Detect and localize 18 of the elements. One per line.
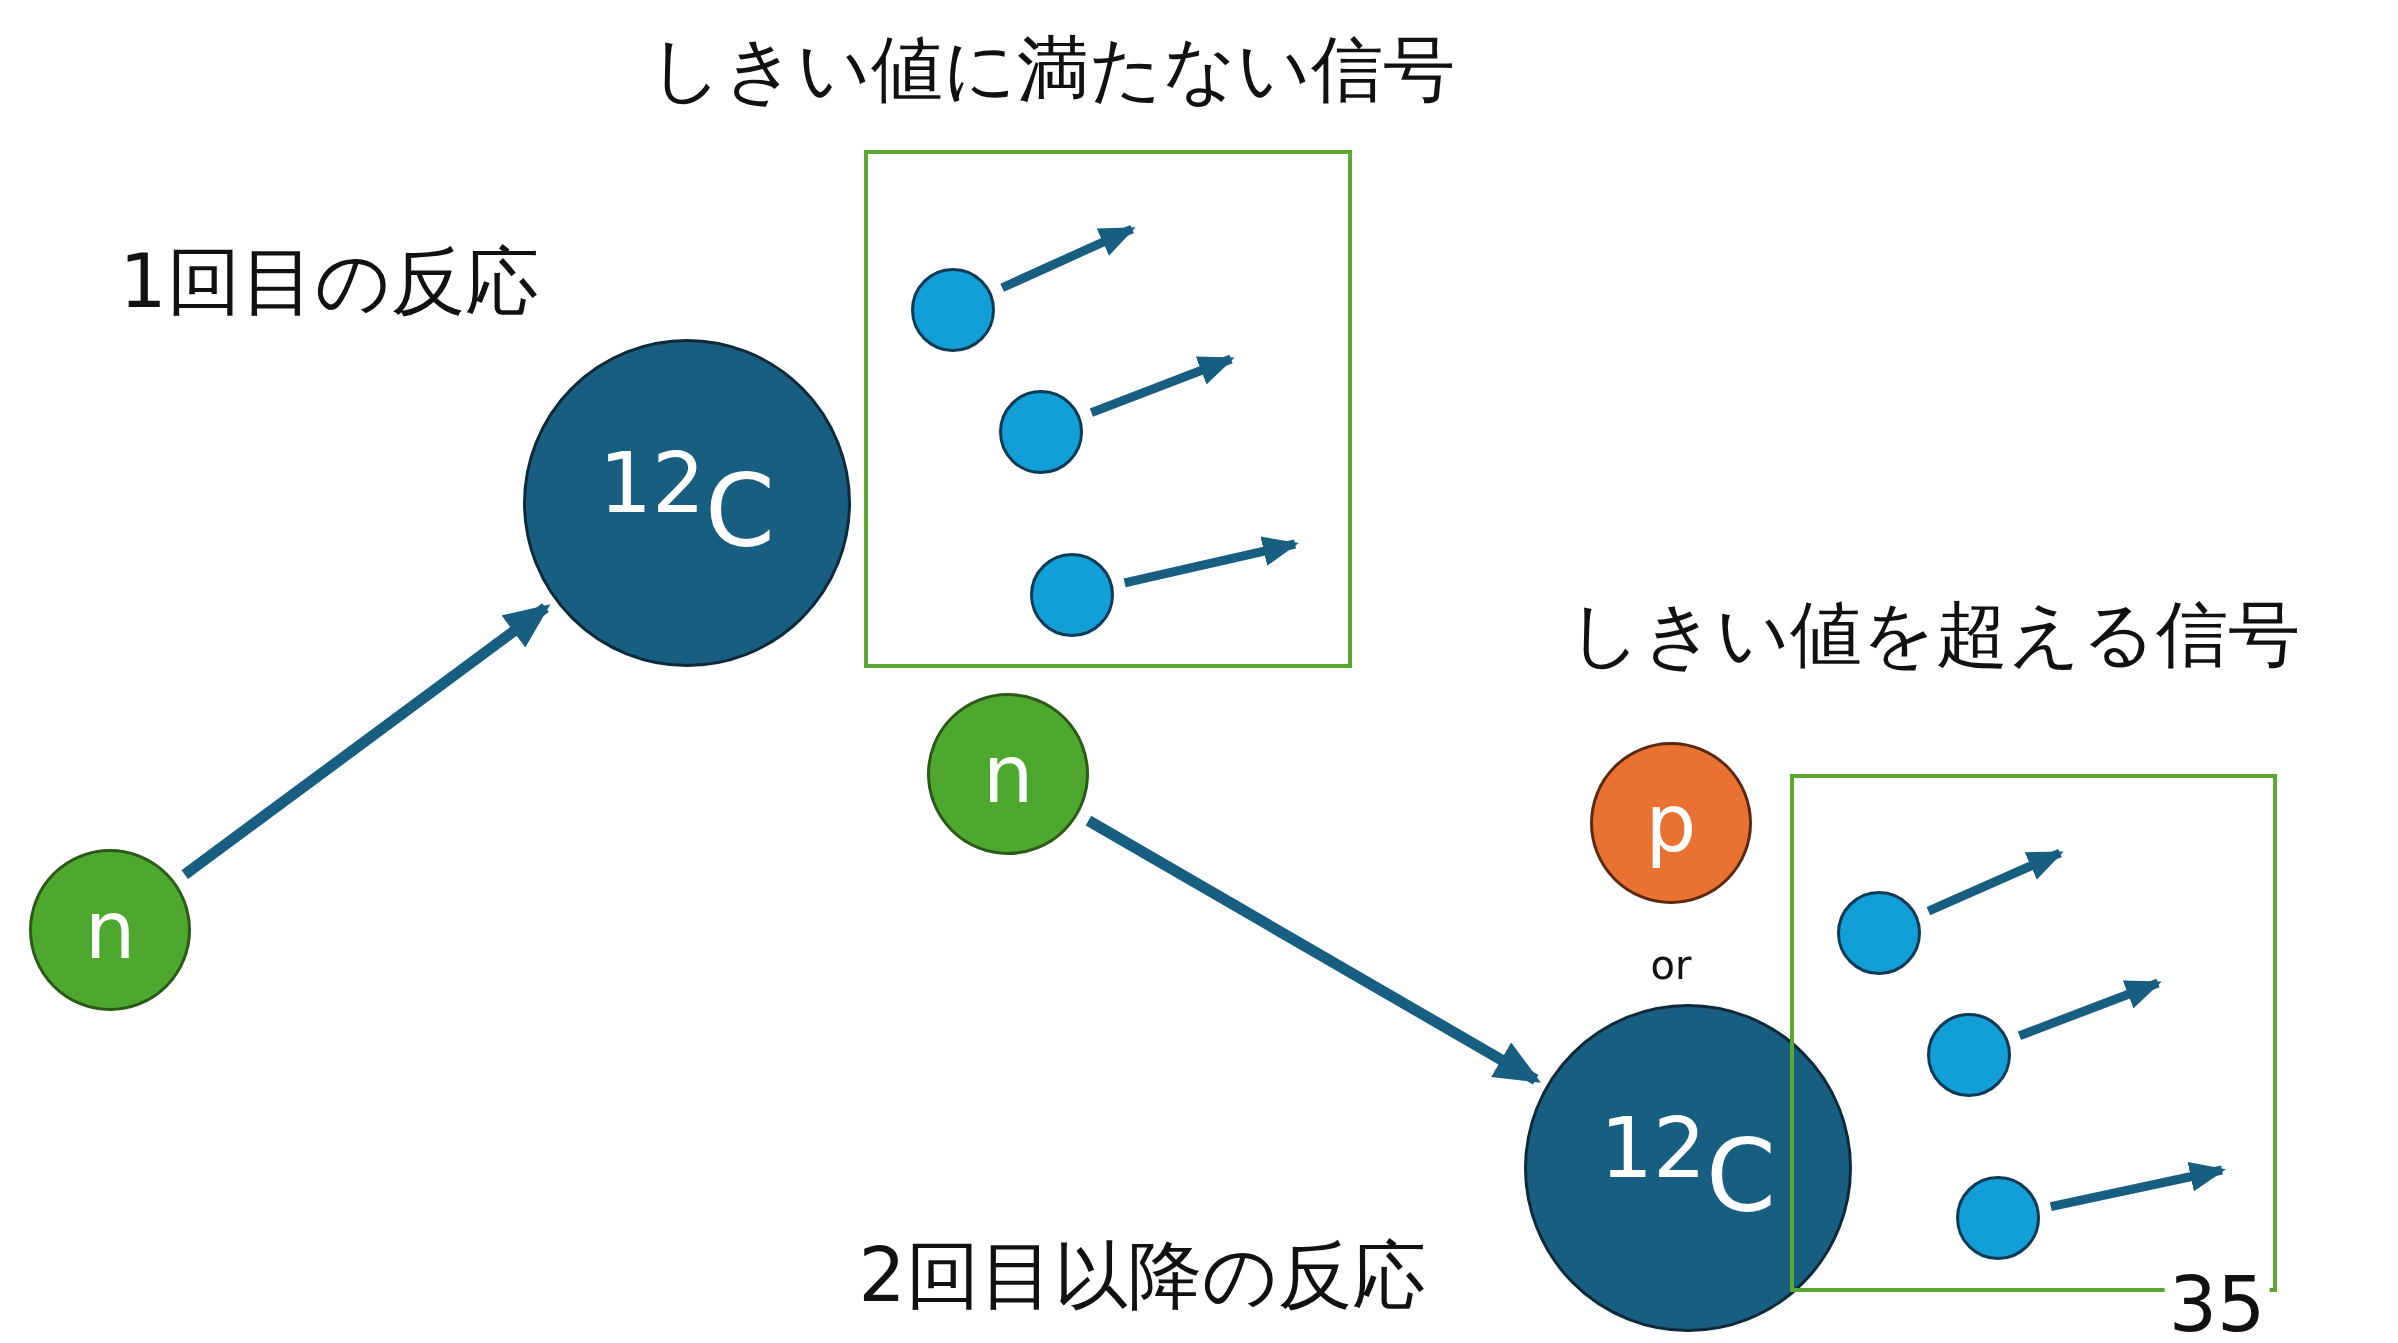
particle-circle: n: [29, 849, 191, 1011]
particle-circle: n: [927, 693, 1089, 855]
arrow: [181, 603, 551, 880]
caption-text: 2回目以降の反応: [858, 1231, 1426, 1320]
arrow: [1000, 224, 1136, 292]
arrow: [1089, 354, 1235, 417]
caption-text: 1回目の反応: [119, 237, 539, 326]
arrow: [2049, 1162, 2226, 1212]
arrow: [1123, 536, 1299, 588]
arrow: [1926, 848, 2064, 916]
heading: しきい値を超える信号: [1568, 591, 2300, 678]
particle-circle: p: [1590, 742, 1752, 904]
nucleus-circle: $^{12}$C: [1524, 1004, 1852, 1332]
nucleus-circle: $^{12}$C: [523, 339, 851, 667]
heading: しきい値に満たない信号: [649, 26, 1455, 113]
arrow: [2017, 978, 2162, 1040]
caption-text: or: [1650, 942, 1692, 988]
arrow: [1085, 815, 1541, 1085]
